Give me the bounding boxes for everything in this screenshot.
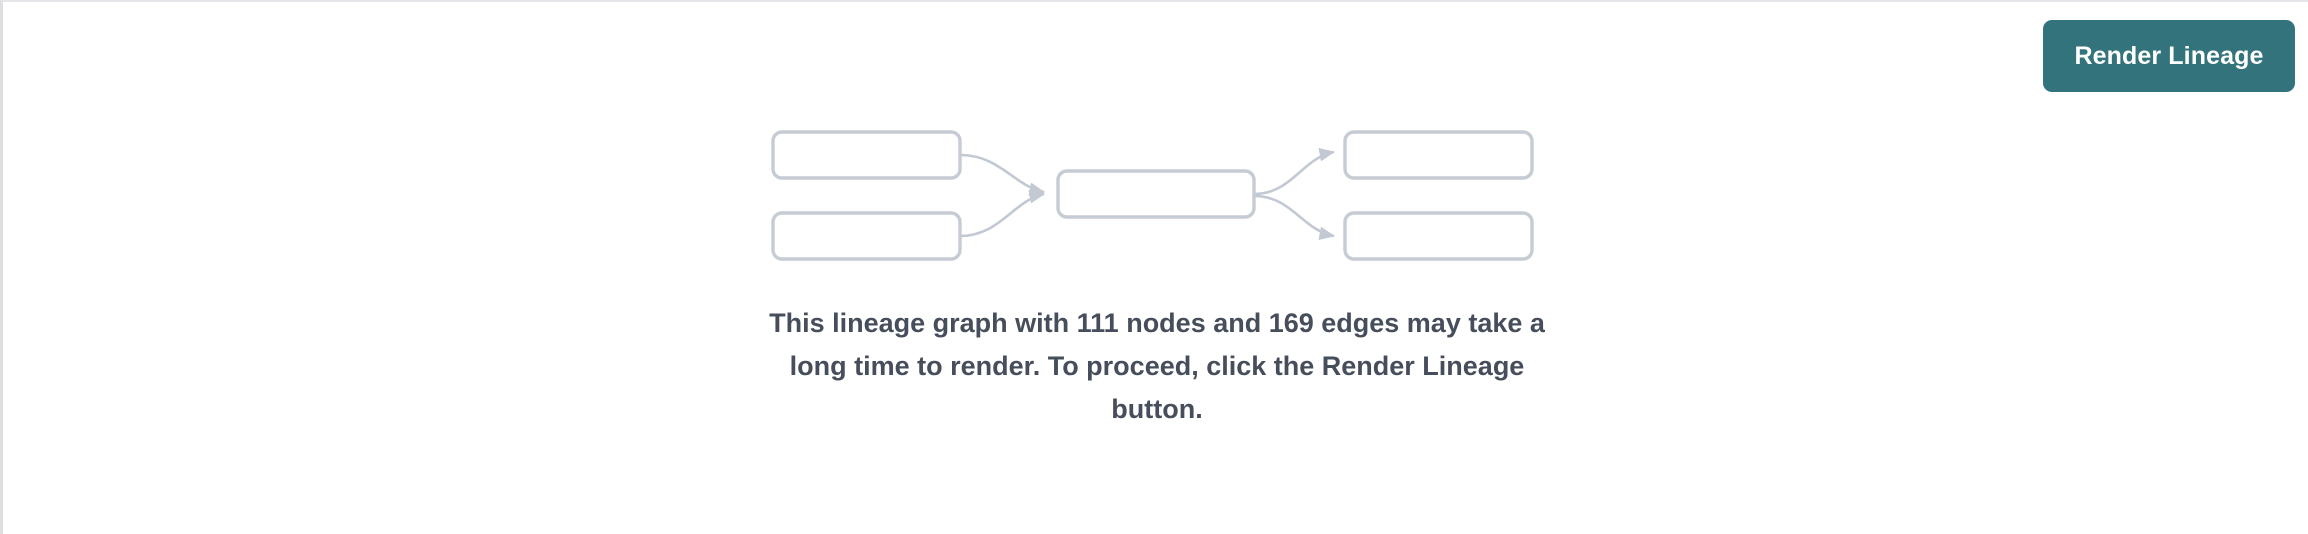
lineage-node-upstream-bottom <box>771 211 962 261</box>
lineage-node-center <box>1056 169 1256 219</box>
lineage-node-upstream-top <box>771 130 962 180</box>
edge-center-to-downstream-bottom <box>1253 194 1336 240</box>
lineage-node-downstream-top <box>1343 130 1534 180</box>
edge-upstream-top-to-center <box>959 153 1046 196</box>
edge-upstream-bottom-to-center <box>959 190 1046 238</box>
edge-center-to-downstream-top <box>1253 148 1336 196</box>
render-lineage-button[interactable]: Render Lineage <box>2043 20 2295 92</box>
lineage-graph-placeholder-illustration <box>771 130 1534 261</box>
lineage-empty-state: This lineage graph with 111 nodes and 16… <box>3 2 2308 534</box>
lineage-empty-state-message: This lineage graph with 111 nodes and 16… <box>769 308 1545 424</box>
lineage-node-downstream-bottom <box>1343 211 1534 261</box>
